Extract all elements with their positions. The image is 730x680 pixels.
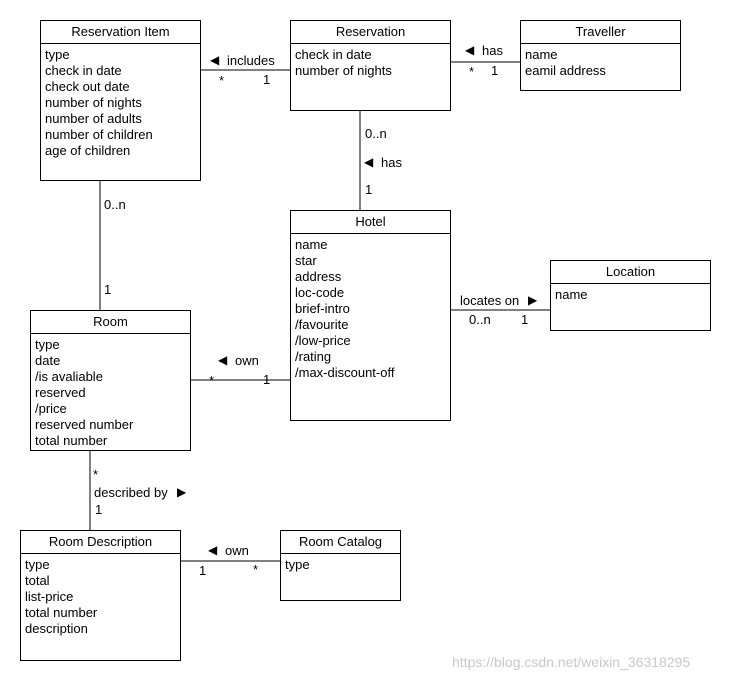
- own-catalog-arrow-icon: ◀: [208, 543, 218, 557]
- has-hotel-arrow-icon: ◀: [364, 155, 374, 169]
- attribute-item: number of nights: [295, 63, 392, 78]
- includes-label: includes: [227, 53, 275, 68]
- locates-on-arrow-icon: ▶: [528, 293, 538, 307]
- includes-multiplicity-item: *: [219, 73, 225, 88]
- locates-on-multiplicity-hotel: 0..n: [469, 312, 491, 327]
- described-by-label: described by: [94, 485, 168, 500]
- described-by-arrow-icon: ▶: [177, 485, 187, 499]
- own-catalog-multiplicity-description: 1: [199, 563, 207, 578]
- includes-arrow-icon: ◀: [210, 53, 220, 67]
- attribute-item: date: [35, 353, 61, 368]
- attribute-item: /low-price: [295, 333, 351, 348]
- watermark-text: https://blog.csdn.net/weixin_36318295: [452, 654, 691, 670]
- attribute-item: total: [25, 573, 50, 588]
- attribute-item: type: [35, 337, 60, 352]
- described-by-multiplicity-description: 1: [95, 502, 103, 517]
- class-title: Room Description: [21, 531, 180, 554]
- attribute-item: number of nights: [45, 95, 142, 110]
- attribute-item: name: [295, 237, 328, 252]
- attribute-list: name: [551, 284, 710, 303]
- includes-multiplicity-reservation: 1: [263, 72, 271, 87]
- class-title: Location: [551, 261, 710, 284]
- attribute-item: type: [25, 557, 50, 572]
- attribute-item: total number: [35, 433, 108, 448]
- attribute-item: type: [285, 557, 310, 572]
- attribute-item: type: [45, 47, 70, 62]
- has-traveller-label: has: [482, 43, 503, 58]
- attribute-item: check in date: [45, 63, 122, 78]
- attribute-item: total number: [25, 605, 98, 620]
- own-room-arrow-icon: ◀: [218, 353, 228, 367]
- item-room-multiplicity-item: 0..n: [104, 197, 126, 212]
- has-hotel-multiplicity-reservation: 0..n: [365, 126, 387, 141]
- attribute-item: star: [295, 253, 317, 268]
- item-room-multiplicity-room: 1: [104, 282, 112, 297]
- has-traveller-multiplicity-traveller: 1: [491, 63, 499, 78]
- attribute-item: address: [295, 269, 342, 284]
- class-title: Reservation Item: [41, 21, 200, 44]
- attribute-item: list-price: [25, 589, 74, 604]
- has-traveller-arrow-icon: ◀: [465, 43, 475, 57]
- attribute-item: brief-intro: [295, 301, 350, 316]
- class-title: Traveller: [521, 21, 680, 44]
- attribute-item: reserved: [35, 385, 86, 400]
- attribute-item: name: [555, 287, 588, 302]
- attribute-item: name: [525, 47, 558, 62]
- attribute-item: age of children: [45, 143, 131, 158]
- attribute-item: check in date: [295, 47, 372, 62]
- described-by-multiplicity-room: *: [93, 467, 99, 482]
- attribute-item: /price: [35, 401, 67, 416]
- locates-on-multiplicity-location: 1: [521, 312, 529, 327]
- class-title: Room: [31, 311, 190, 334]
- own-catalog-label: own: [225, 543, 249, 558]
- own-catalog-multiplicity-catalog: *: [253, 562, 259, 577]
- attribute-item: /favourite: [295, 317, 349, 332]
- attribute-item: reserved number: [35, 417, 134, 432]
- attribute-item: eamil address: [525, 63, 606, 78]
- class-title: Hotel: [291, 211, 450, 234]
- attribute-item: /is avaliable: [35, 369, 103, 384]
- attribute-list: type: [281, 554, 400, 573]
- class-room-catalog[interactable]: Room Catalog type: [280, 530, 401, 601]
- class-location[interactable]: Location name: [550, 260, 711, 331]
- has-hotel-multiplicity-hotel: 1: [365, 182, 373, 197]
- class-title: Room Catalog: [281, 531, 400, 554]
- locates-on-label: locates on: [460, 293, 520, 308]
- attribute-item: number of children: [45, 127, 153, 142]
- own-room-label: own: [235, 353, 259, 368]
- own-room-multiplicity-room: *: [209, 373, 215, 388]
- class-title: Reservation: [291, 21, 450, 44]
- attribute-item: /rating: [295, 349, 332, 364]
- attribute-item: check out date: [45, 79, 130, 94]
- attribute-item: loc-code: [295, 285, 345, 300]
- own-room-multiplicity-hotel: 1: [263, 372, 271, 387]
- attribute-item: description: [25, 621, 88, 636]
- attribute-item: number of adults: [45, 111, 142, 126]
- attribute-item: /max-discount-off: [295, 365, 395, 380]
- has-hotel-label: has: [381, 155, 402, 170]
- has-traveller-multiplicity-reservation: *: [469, 64, 475, 79]
